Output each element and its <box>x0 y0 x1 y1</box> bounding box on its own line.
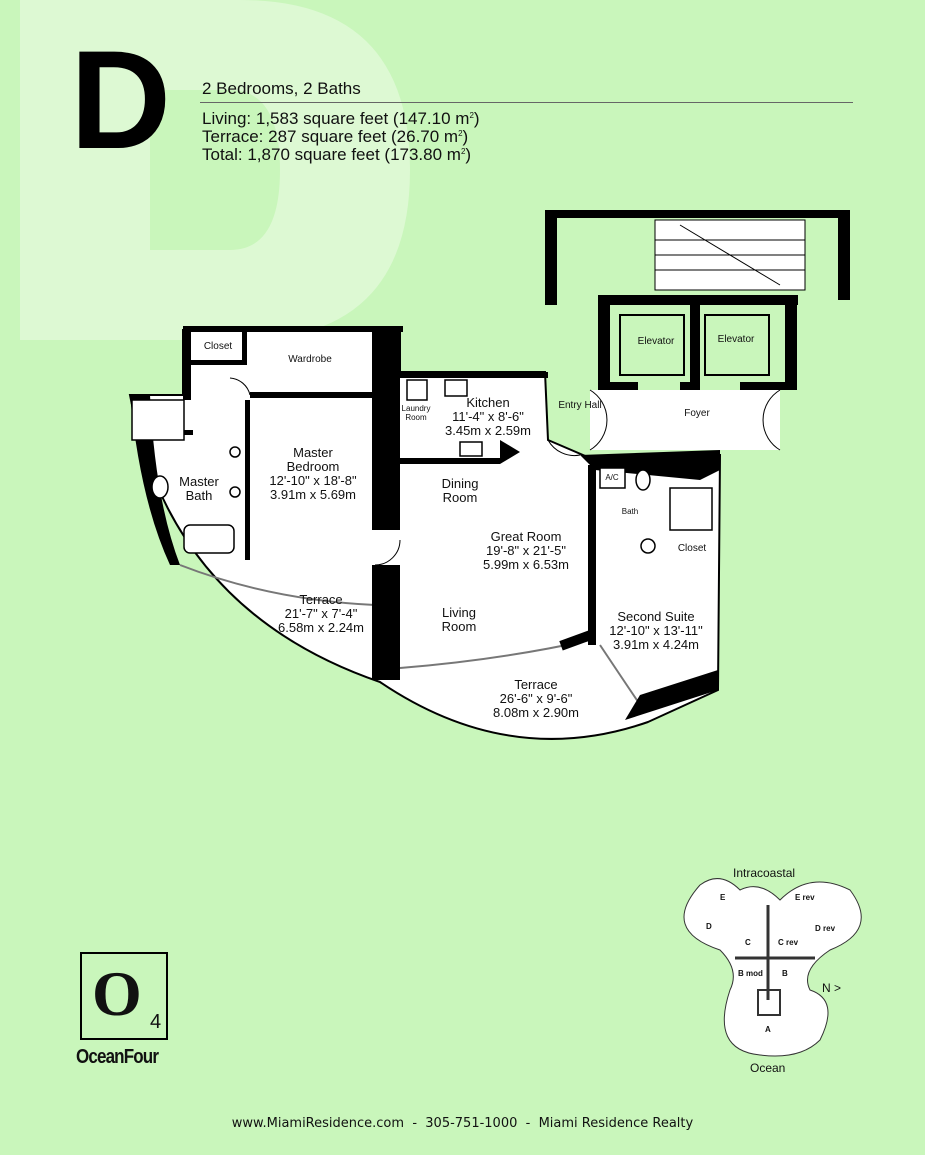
key-unit-c: C <box>745 938 751 947</box>
bedrooms-baths: 2 Bedrooms, 2 Baths <box>202 79 361 98</box>
watermark-d-shape <box>20 0 410 340</box>
logo-box <box>80 952 168 1040</box>
elevator-cab <box>704 314 770 376</box>
key-plan <box>683 878 862 1057</box>
logo-letter: O <box>92 958 142 1029</box>
terrace-area: Terrace: 287 square feet (26.70 m2) <box>202 127 469 146</box>
total-area: Total: 1,870 square feet (173.80 m2) <box>202 145 472 164</box>
divider <box>200 102 853 103</box>
foyer-floor <box>590 390 780 450</box>
key-unit-b: B <box>782 969 788 978</box>
key-unit-a: A <box>765 1025 771 1034</box>
room-label-closet: Closet <box>203 341 233 352</box>
key-unit-e: E <box>720 893 726 902</box>
stairs <box>654 219 806 291</box>
key-unit-d-rev: D rev <box>815 924 836 933</box>
room-label-bath: Bath <box>621 507 639 516</box>
room-label-wardrobe: Wardrobe <box>288 354 332 365</box>
doors <box>229 377 781 566</box>
key-unit-d: D <box>706 922 712 931</box>
room-label-elevator-1: Elevator <box>637 336 675 347</box>
unit-letter: D <box>70 21 172 178</box>
watermark-letter-shape <box>20 0 410 340</box>
key-unit-c-rev: C rev <box>778 938 799 947</box>
north-indicator: N > <box>822 981 842 995</box>
key-unit-e-rev: E rev <box>795 893 815 902</box>
key-plan-bottom: Ocean <box>750 1061 786 1075</box>
room-label-ac: A/C <box>605 473 619 482</box>
key-plan-top: Intracoastal <box>733 866 796 880</box>
fixtures <box>131 379 713 554</box>
footer-contact: www.MiamiResidence.com - 305-751-1000 - … <box>231 1116 694 1131</box>
logo-name: OceanFour <box>76 1046 159 1068</box>
glazing-line <box>179 564 376 606</box>
key-unit-b-mod: B mod <box>738 969 763 978</box>
room-label-foyer: Foyer <box>684 408 710 419</box>
room-label-entry-hall: Entry Hall <box>558 400 602 411</box>
living-area: Living: 1,583 square feet (147.10 m2) <box>202 109 480 128</box>
elevator-cab <box>619 314 685 376</box>
room-label-elevator-2: Elevator <box>717 334 755 345</box>
logo-subscript: 4 <box>150 1011 162 1033</box>
room-label-closet-2: Closet <box>677 543 707 554</box>
